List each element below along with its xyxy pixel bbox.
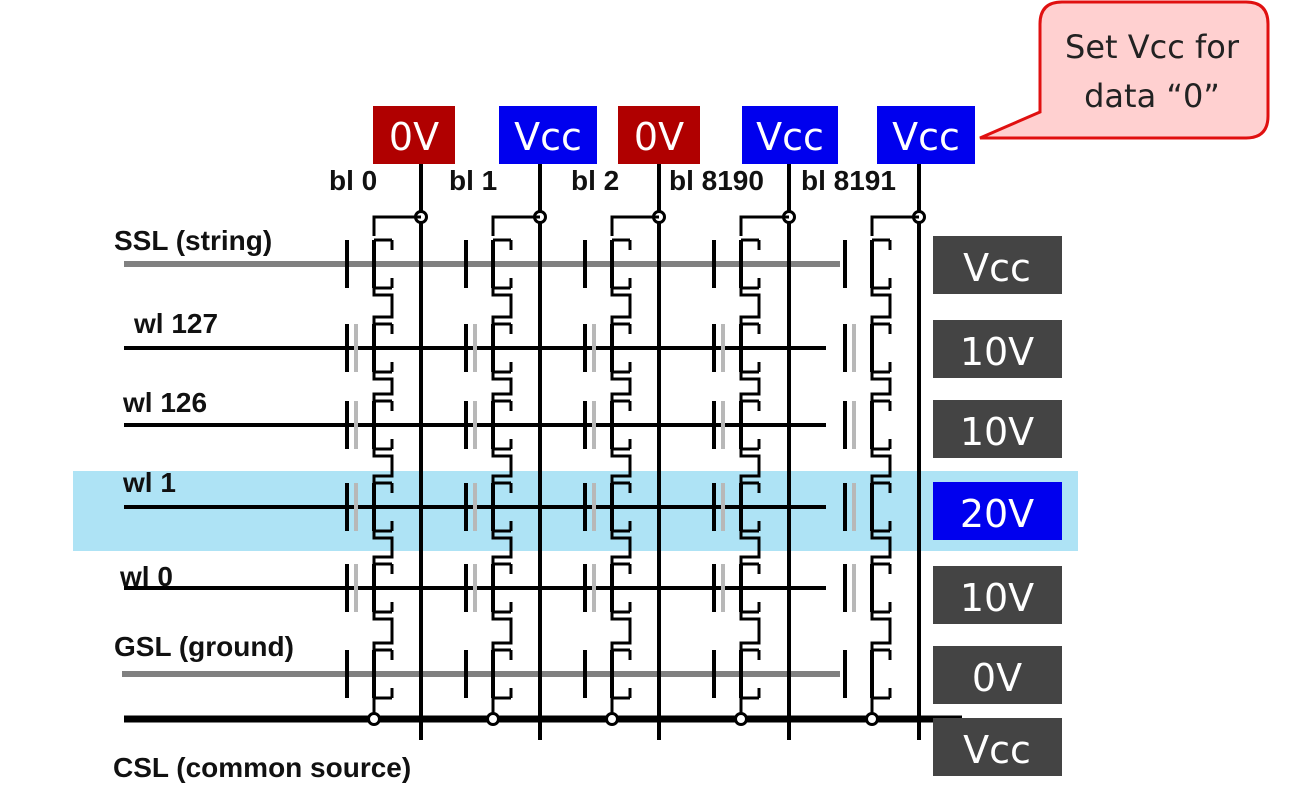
- series-link-4-2: [870, 449, 892, 483]
- string-top-3: [739, 215, 789, 236]
- series-link-2-1: [610, 372, 632, 401]
- series-link-3-1: [739, 372, 761, 401]
- svg-text:10V: 10V: [960, 410, 1034, 454]
- row-voltage-wl1: 20V: [933, 482, 1062, 540]
- svg-text:0V: 0V: [389, 115, 439, 159]
- row-voltage-wl127: 10V: [933, 320, 1062, 378]
- string-top-4: [870, 215, 919, 236]
- row-label-gsl: GSL (ground): [114, 631, 294, 662]
- svg-text:10V: 10V: [960, 576, 1034, 620]
- series-link-1-0: [491, 288, 513, 324]
- series-link-4-4: [870, 612, 892, 650]
- row-label-wl1: wl 1: [122, 467, 176, 498]
- series-link-3-2: [739, 449, 761, 483]
- series-link-4-3: [870, 531, 892, 564]
- series-link-1-2: [491, 449, 513, 483]
- series-link-0-4: [372, 612, 394, 650]
- bitline-label-1: bl 1: [449, 165, 497, 196]
- csl-contact-1: [486, 712, 500, 726]
- row-voltage-gsl: 0V: [933, 646, 1062, 704]
- selected-wordline-highlight: [73, 471, 1078, 551]
- bitline-label-4: bl 8191: [801, 165, 896, 196]
- string-top-2: [610, 215, 659, 236]
- callout-bubble: Set Vcc for data “0”: [979, 0, 1270, 140]
- callout-line-2: data “0”: [1084, 77, 1220, 115]
- series-link-4-0: [870, 288, 892, 324]
- string-top-0: [372, 215, 421, 236]
- row-label-wl126: wl 126: [122, 387, 207, 418]
- array-wiring: [122, 164, 962, 740]
- bitline-label-2: bl 2: [571, 165, 619, 196]
- svg-text:Vcc: Vcc: [756, 115, 824, 159]
- bitline-label-3: bl 8190: [669, 165, 764, 196]
- svg-text:Vcc: Vcc: [514, 115, 582, 159]
- series-link-3-4: [739, 612, 761, 650]
- bitline-voltage-4: Vcc: [877, 106, 975, 164]
- row-label-wl0: wl 0: [119, 561, 173, 592]
- series-link-3-0: [739, 288, 761, 324]
- row-label-wl127: wl 127: [133, 308, 218, 339]
- series-link-0-1: [372, 372, 394, 401]
- string-top-1: [491, 215, 540, 236]
- bitline-voltage-3: Vcc: [742, 106, 838, 164]
- csl-contact-0: [367, 712, 381, 726]
- svg-text:0V: 0V: [634, 115, 684, 159]
- svg-text:10V: 10V: [960, 330, 1034, 374]
- series-link-1-3: [491, 531, 513, 564]
- csl-contact-2: [605, 712, 619, 726]
- row-voltage-ssl: Vcc: [933, 236, 1062, 294]
- bitline-voltage-0: 0V: [373, 106, 455, 164]
- bitline-label-0: bl 0: [329, 165, 377, 196]
- series-link-2-3: [610, 531, 632, 564]
- row-label-ssl: SSL (string): [114, 225, 272, 256]
- series-link-2-2: [610, 449, 632, 483]
- series-link-4-1: [870, 372, 892, 401]
- bitline-voltage-2: 0V: [618, 106, 700, 164]
- series-link-3-3: [739, 531, 761, 564]
- series-link-0-0: [372, 288, 394, 324]
- csl-contact-4: [865, 712, 879, 726]
- series-link-1-1: [491, 372, 513, 401]
- row-voltage-wl126: 10V: [933, 400, 1062, 458]
- row-voltage-wl0: 10V: [933, 566, 1062, 624]
- series-link-2-0: [610, 288, 632, 324]
- svg-text:0V: 0V: [972, 656, 1022, 700]
- bitline-voltage-1: Vcc: [499, 106, 597, 164]
- series-link-2-4: [610, 612, 632, 650]
- series-link-0-3: [372, 531, 394, 564]
- series-link-0-2: [372, 449, 394, 483]
- svg-text:Vcc: Vcc: [963, 728, 1031, 772]
- csl-voltage: Vcc: [933, 718, 1062, 776]
- csl-contact-3: [734, 712, 748, 726]
- callout-line-1: Set Vcc for: [1065, 28, 1240, 66]
- csl-label: CSL (common source): [113, 752, 411, 783]
- svg-text:20V: 20V: [960, 492, 1034, 536]
- svg-text:Vcc: Vcc: [892, 115, 960, 159]
- series-link-1-4: [491, 612, 513, 650]
- svg-text:Vcc: Vcc: [963, 246, 1031, 290]
